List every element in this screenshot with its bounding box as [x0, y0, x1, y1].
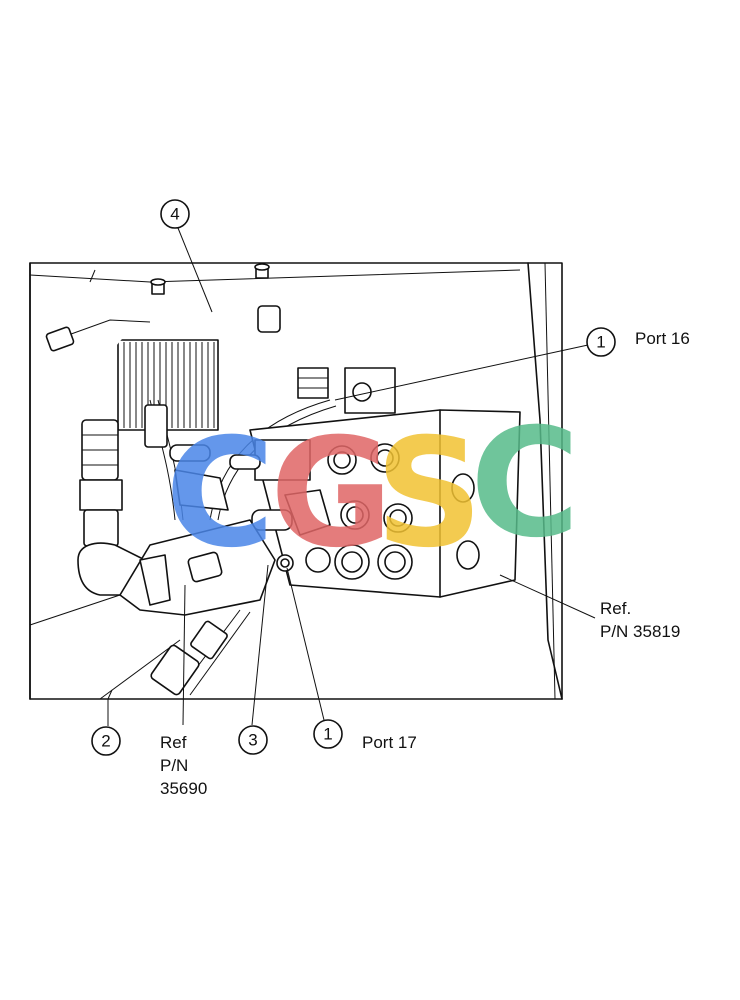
callout-3: 3 — [238, 725, 268, 755]
mounting-bolts — [150, 263, 270, 295]
svg-text:35690: 35690 — [160, 779, 207, 798]
leader-lines — [107, 227, 596, 726]
leader-line-4 — [177, 227, 213, 313]
svg-text:1: 1 — [323, 725, 332, 744]
pump-body — [119, 519, 294, 616]
leader-line-ref-35690 — [182, 584, 186, 726]
watermark-letter: S — [375, 407, 483, 581]
svg-text:4: 4 — [170, 205, 179, 224]
watermark-letter: C — [470, 397, 580, 571]
wiring-harness — [45, 319, 337, 696]
svg-text:2: 2 — [101, 732, 110, 751]
svg-text:P/N 35819: P/N 35819 — [600, 622, 680, 641]
leader-line-port-16 — [334, 344, 589, 401]
svg-text:Ref.: Ref. — [600, 599, 631, 618]
solenoid-block — [169, 439, 331, 536]
callout-1-port-16: 1 Port 16 — [586, 327, 690, 357]
callout-1-port-17: 1 Port 17 — [313, 719, 417, 752]
leader-line-port-17 — [286, 567, 325, 721]
svg-text:Ref: Ref — [160, 733, 187, 752]
watermark: C G S C — [165, 397, 580, 581]
ref-pn-35690-label: Ref P/N 35690 — [160, 733, 207, 798]
port-16-label: Port 16 — [635, 329, 690, 348]
manifold-ports — [305, 443, 480, 580]
leader-line-ref-35819 — [499, 574, 596, 619]
enclosure-frame — [29, 262, 563, 700]
ref-pn-35819-label: Ref. P/N 35819 — [600, 599, 680, 641]
cooler-fins — [117, 339, 219, 431]
watermark-letter: C — [165, 407, 275, 581]
watermark-letter: G — [270, 407, 393, 581]
valve-manifold — [249, 409, 521, 598]
leader-line-3 — [251, 564, 269, 726]
port-17-label: Port 17 — [362, 733, 417, 752]
svg-text:1: 1 — [596, 333, 605, 352]
svg-text:3: 3 — [248, 731, 257, 750]
svg-text:P/N: P/N — [160, 756, 188, 775]
callout-4: 4 — [160, 199, 190, 229]
callout-2: 2 — [91, 726, 121, 756]
